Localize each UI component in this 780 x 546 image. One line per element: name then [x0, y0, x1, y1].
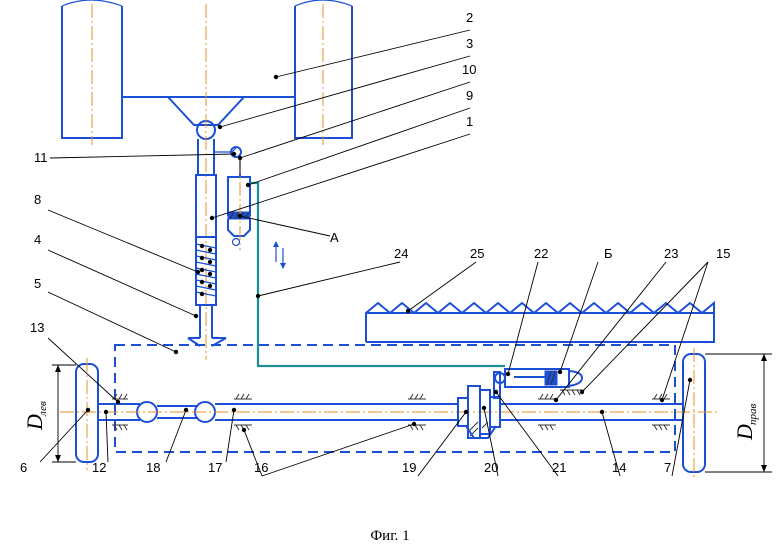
label-A: А — [330, 230, 339, 245]
label-9: 9 — [466, 88, 473, 103]
label-10: 10 — [462, 62, 476, 77]
hydraulic-line — [250, 183, 505, 366]
coupling-assembly — [458, 372, 500, 438]
label-4: 4 — [34, 232, 41, 247]
label-14: 14 — [612, 460, 626, 475]
label-23: 23 — [664, 246, 678, 261]
label-18: 18 — [146, 460, 160, 475]
label-B: Б — [604, 246, 613, 261]
label-3: 3 — [466, 36, 473, 51]
dim-right-sub: прав — [747, 404, 759, 426]
label-12: 12 — [92, 460, 106, 475]
label-5: 5 — [34, 276, 41, 291]
label-6: 6 — [20, 460, 27, 475]
label-7: 7 — [664, 460, 671, 475]
spring-coils — [196, 244, 216, 296]
dim-left-sub: лев — [37, 401, 49, 417]
label-2: 2 — [466, 10, 473, 25]
label-20: 20 — [484, 460, 498, 475]
label-21: 21 — [552, 460, 566, 475]
label-17: 17 — [208, 460, 222, 475]
dimension-left: D лев — [22, 365, 76, 462]
label-8: 8 — [34, 192, 41, 207]
label-19: 19 — [402, 460, 416, 475]
up-down-arrows-icon — [273, 241, 286, 269]
sensor-assembly — [214, 147, 250, 250]
chassis-frame — [115, 345, 675, 452]
dim-right-main: D — [732, 424, 757, 441]
label-25: 25 — [470, 246, 484, 261]
figure-caption: Фиг. 1 — [370, 528, 409, 544]
dimension-right: D прав — [705, 354, 772, 472]
label-13: 13 — [30, 320, 44, 335]
label-1: 1 — [466, 114, 473, 129]
label-22: 22 — [534, 246, 548, 261]
label-24: 24 — [394, 246, 408, 261]
label-16: 16 — [254, 460, 268, 475]
label-11: 11 — [34, 150, 48, 165]
track-platform — [366, 303, 714, 342]
label-15: 15 — [716, 246, 730, 261]
